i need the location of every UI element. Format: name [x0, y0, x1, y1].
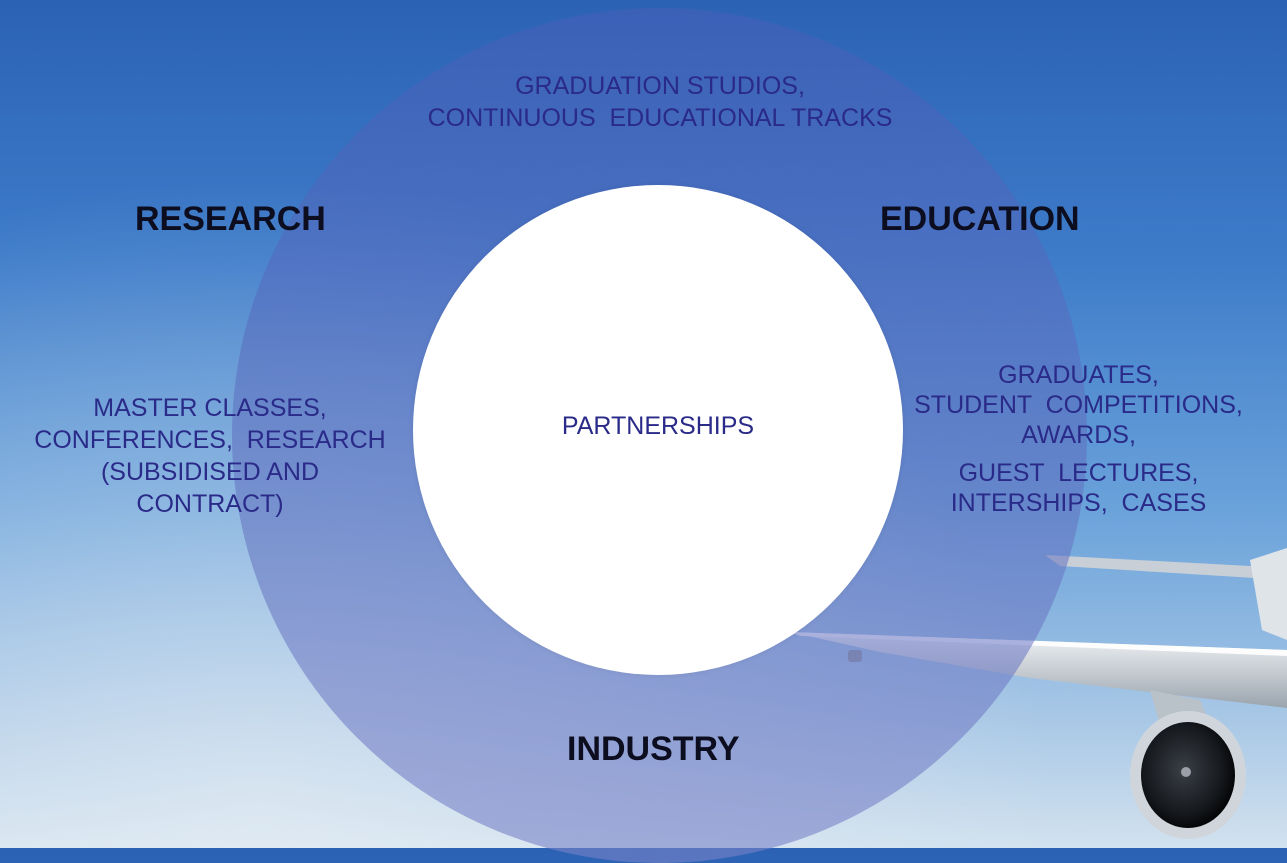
- right-text-line: STUDENT COMPETITIONS,: [914, 391, 1243, 419]
- left-text-line: CONFERENCES, RESEARCH: [34, 426, 386, 454]
- top-text-line: GRADUATION STUDIOS,: [515, 72, 805, 100]
- left-text: MASTER CLASSES, CONFERENCES, RESEARCH (S…: [0, 392, 420, 520]
- partnerships-label: PARTNERSHIPS: [561, 412, 755, 440]
- left-text-line: (SUBSIDISED AND: [100, 458, 320, 486]
- right-text-line: INTERSHIPS, CASES: [950, 489, 1207, 517]
- right-text-line: GUEST LECTURES,: [958, 459, 1199, 487]
- heading-industry: INDUSTRY: [567, 730, 740, 768]
- top-text-line: CONTINUOUS EDUCATIONAL TRACKS: [427, 104, 893, 132]
- heading-education: EDUCATION: [880, 200, 1080, 238]
- left-text-line: MASTER CLASSES,: [93, 394, 327, 422]
- center-circle: [413, 185, 903, 675]
- right-text-line: AWARDS,: [1021, 421, 1136, 449]
- left-text-line: CONTRACT): [136, 490, 284, 518]
- right-text: GRADUATES, STUDENT COMPETITIONS, AWARDS,…: [870, 360, 1287, 518]
- top-text: GRADUATION STUDIOS, CONTINUOUS EDUCATION…: [360, 70, 960, 134]
- center-label: PARTNERSHIPS: [513, 410, 803, 442]
- right-text-line: GRADUATES,: [998, 361, 1159, 389]
- heading-research: RESEARCH: [135, 200, 326, 238]
